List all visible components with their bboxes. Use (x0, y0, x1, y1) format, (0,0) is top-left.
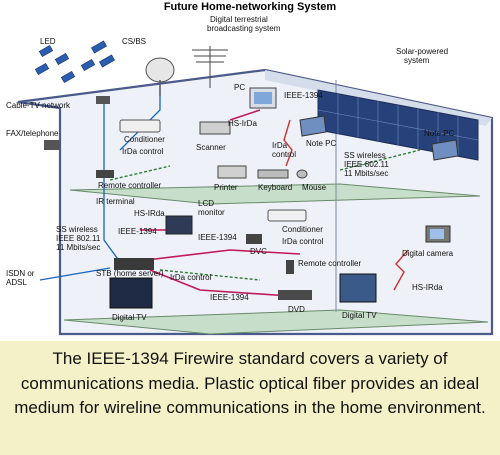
home-network-diagram: LED CS/BS Digital terrestrial broadcasti… (6, 15, 494, 336)
ir-lines (283, 119, 409, 291)
label-keyboard: Keyboard (258, 183, 292, 192)
dvc-icon (246, 234, 262, 244)
label-isdn-2: ADSL (6, 278, 27, 287)
label-solar-2: system (404, 56, 430, 65)
label-digital-tv-broadcast-2: broadcasting system (207, 24, 281, 33)
label-hsirda-left: HS-IRda (134, 209, 165, 218)
stb-icon (114, 258, 154, 270)
label-ss-wireless-left-3: 11 Mbits/sec (56, 243, 100, 252)
satellite-icon (34, 40, 115, 84)
label-ieee-mid: IEEE-1394 (198, 233, 237, 242)
label-note-pc-right: Note PC (424, 129, 454, 138)
label-printer: Printer (214, 183, 238, 192)
label-ss-wireless-left-1: SS wireless (56, 225, 98, 234)
label-mouse: Mouse (302, 183, 327, 192)
remote-control-icon (286, 260, 294, 274)
label-ss-wireless-right-1: SS wireless (344, 151, 386, 160)
ieee1394-lines (129, 109, 301, 297)
label-irda-control-low: IrDa control (282, 237, 324, 246)
laptop-icon (431, 139, 459, 161)
keyboard-icon (257, 169, 289, 179)
tv-antenna-icon (192, 46, 228, 88)
label-dvd: DVD (288, 305, 305, 314)
label-lcd-monitor-1: LCD (198, 199, 214, 208)
laptop-icon (299, 115, 327, 137)
label-hsirda-right: HS-IRda (412, 283, 443, 292)
label-led: LED (40, 37, 56, 46)
mouse-icon (296, 169, 308, 179)
label-remote-controller-top: Remote controller (98, 181, 161, 190)
irda-lines (109, 149, 421, 281)
label-irda-control-mid-1: IrDa (272, 141, 288, 150)
label-digital-tv-left: Digital TV (112, 313, 147, 322)
label-ieee-top: IEEE-1394 (284, 91, 323, 100)
label-hsirda-top: HS-IrDa (228, 119, 257, 128)
tv-icon (339, 273, 377, 303)
lower-floor (63, 309, 489, 335)
label-conditioner-top: Conditioner (124, 135, 165, 144)
pc-icon (249, 87, 277, 109)
phone-icon (44, 140, 60, 150)
dvd-icon (278, 290, 312, 300)
label-stb: STB (home server) (96, 269, 164, 278)
label-note-pc: Note PC (306, 139, 336, 148)
label-ss-wireless-right-2: IEEE-802.11 (344, 160, 389, 169)
diagram-area: Future Home-networking System (6, 1, 494, 336)
label-solar-1: Solar-powered (396, 47, 448, 56)
air-conditioner-icon (267, 209, 307, 222)
scanner-icon (199, 121, 231, 135)
caption-box: The IEEE-1394 Firewire standard covers a… (0, 341, 500, 455)
upper-floor (69, 183, 481, 205)
label-ir-terminal: IR terminal (96, 197, 135, 206)
label-csbs: CS/BS (122, 37, 146, 46)
label-ieee-left: IEEE-1394 (118, 227, 157, 236)
label-irda-control-stb: IrDa control (170, 273, 212, 282)
label-digital-tv-broadcast-1: Digital terrestrial (210, 15, 268, 24)
caption-text: The IEEE-1394 Firewire standard covers a… (14, 349, 486, 417)
diagram-title: Future Home-networking System (163, 1, 337, 13)
printer-icon (217, 165, 247, 179)
air-conditioner-icon (119, 119, 161, 133)
label-remote-controller-low: Remote controller (298, 259, 361, 268)
label-ieee-bottom: IEEE-1394 (210, 293, 249, 302)
label-ss-wireless-right-3: 11 Mbits/sec (344, 169, 388, 178)
label-dvc: DVC (250, 247, 267, 256)
label-irda-ctrl-top: IrDa control (122, 147, 164, 156)
label-fax: FAX/telephone (6, 129, 59, 138)
dish-antenna-icon (145, 57, 175, 96)
label-digital-tv-right: Digital TV (342, 311, 377, 320)
tv-icon (109, 277, 153, 309)
lcd-monitor-icon (165, 215, 193, 235)
label-ss-wireless-left-2: IEEE 802.11 (56, 234, 101, 243)
remote-control-icon (96, 170, 114, 178)
label-pc: PC (234, 83, 245, 92)
label-scanner: Scanner (196, 143, 226, 152)
cable-modem (96, 96, 110, 104)
label-irda-control-mid-2: control (272, 150, 296, 159)
camera-icon (425, 225, 451, 243)
label-cable-tv: Cable-TV network (6, 101, 71, 110)
label-isdn-1: ISDN or (6, 269, 35, 278)
label-digital-camera: Digital camera (402, 249, 454, 258)
cable-lines (39, 96, 161, 281)
label-lcd-monitor-2: monitor (198, 208, 225, 217)
label-conditioner-low: Conditioner (282, 225, 323, 234)
